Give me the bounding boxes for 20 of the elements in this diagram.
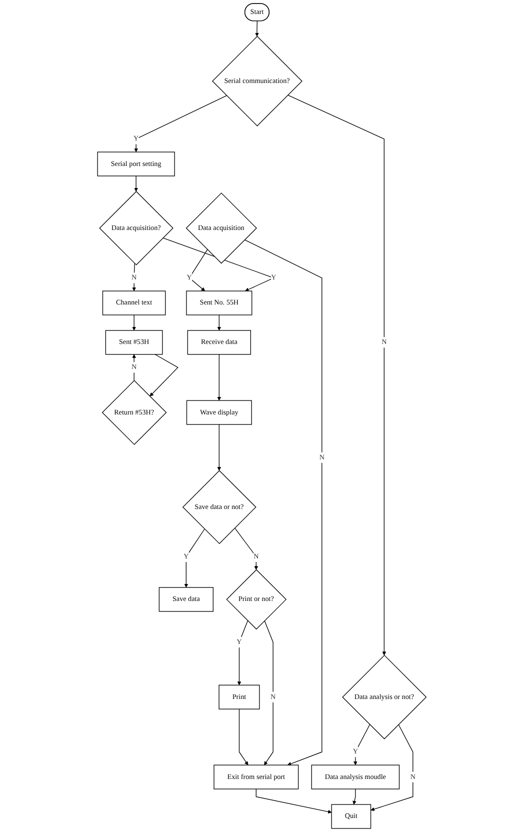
arrow	[264, 620, 274, 766]
arrow	[134, 176, 138, 192]
arrow	[132, 263, 136, 292]
arrow	[352, 788, 356, 805]
arrow	[184, 528, 205, 588]
arrow	[238, 708, 248, 766]
arrow	[216, 314, 221, 331]
arrow	[234, 528, 258, 570]
arrow	[216, 354, 221, 401]
arrow	[236, 620, 248, 686]
arrow	[370, 724, 413, 811]
arrow	[216, 424, 221, 471]
arrow	[132, 314, 136, 331]
arrow	[244, 239, 322, 766]
arrow	[254, 20, 259, 37]
arrow	[287, 94, 386, 656]
arrow	[255, 788, 332, 814]
arrow	[149, 354, 178, 396]
arrow	[353, 724, 370, 766]
arrow	[134, 95, 227, 152]
